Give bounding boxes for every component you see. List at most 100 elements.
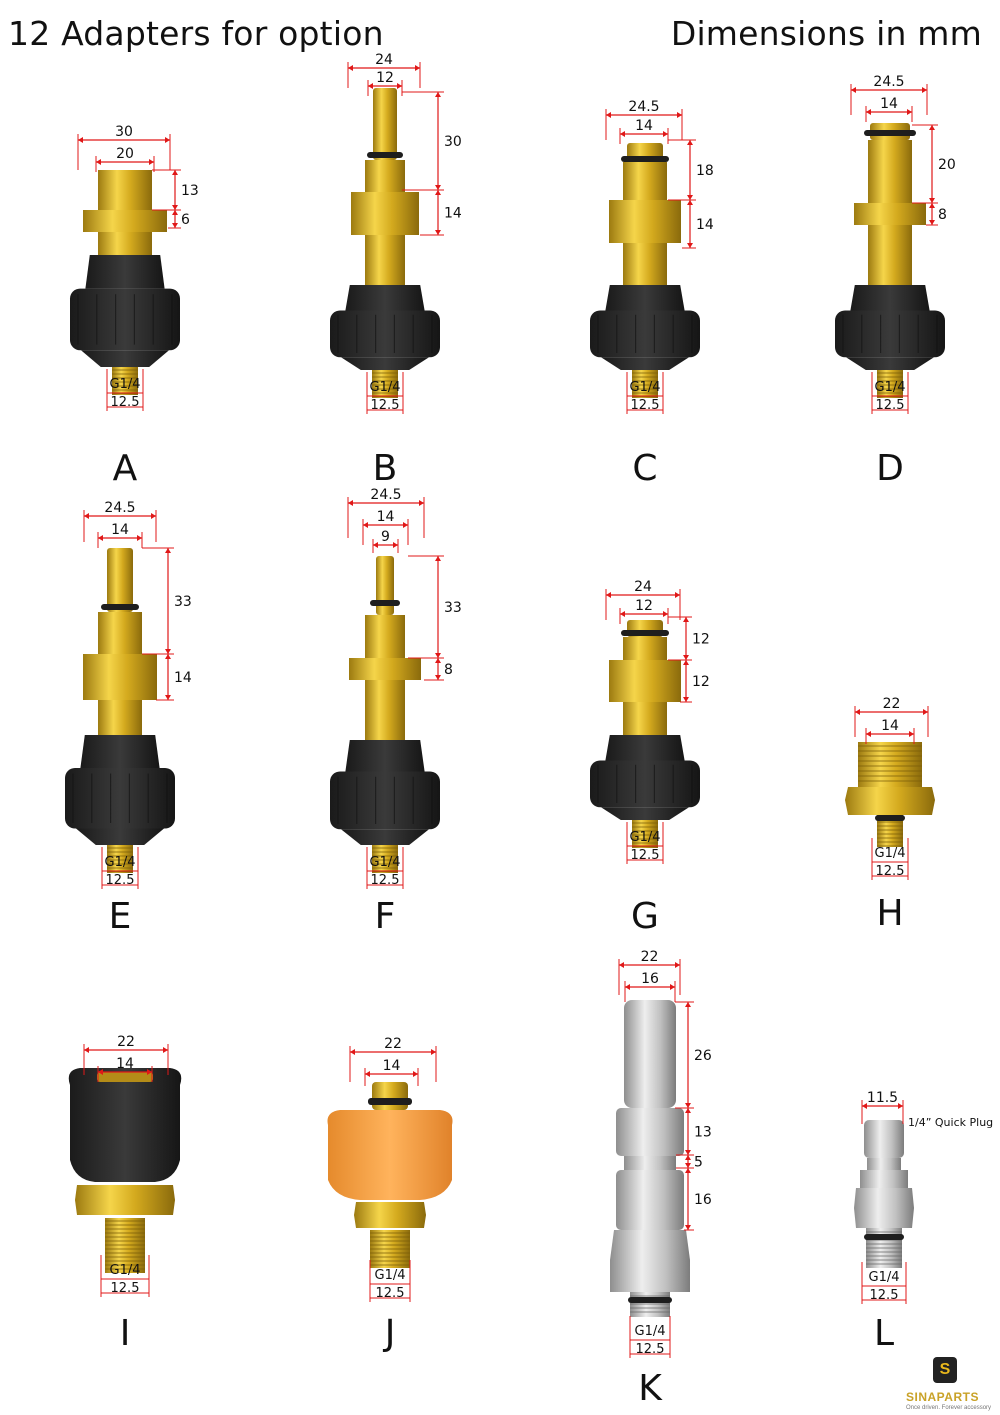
adapter-d-height-wing-label: 8 [938,207,947,223]
adapter-e-dia-label: 12.5 [106,873,135,888]
adapter-j-width-inner-label: 14 [383,1058,401,1074]
adapter-b-width-inner-label: 12 [376,70,394,86]
adapter-k-height-shaft-label: 26 [694,1048,712,1064]
adapter-b-letter: B [373,448,398,489]
adapter-f-width-tip-arrows [373,542,398,548]
adapter-i-thread-label: G1/4 [110,1263,141,1278]
adapter-g-wings [609,660,681,702]
adapter-g-thread-label: G1/4 [630,830,661,845]
adapter-e-wings [83,654,157,700]
adapter-c-width-outer-label: 24.5 [628,99,659,115]
adapter-l-plug [864,1120,904,1158]
adapter-e-width-inner-label: 14 [111,522,129,538]
adapter-f-width-inner-label: 14 [377,509,395,525]
adapter-b [351,88,419,285]
adapter-c-wings [609,200,681,243]
adapter-k-thread-label: G1/4 [635,1324,666,1339]
adapter-a-height-upper-arrows [172,170,178,210]
adapter-d-letter: D [876,448,904,489]
adapter-g-height-wing-arrows [683,660,689,702]
adapter-l-thread-label: G1/4 [869,1270,900,1285]
adapter-h-dia-label: 12.5 [876,864,905,879]
adapter-a [83,170,167,255]
adapter-e-width-inner-arrows [98,535,142,541]
adapter-j-hex [354,1202,426,1228]
adapter-k-oring [628,1297,672,1303]
adapter-k-height-collar-label: 13 [694,1125,712,1141]
adapter-e-nut-ring [65,768,175,829]
adapter-a-width-inner-label: 20 [116,146,134,162]
adapter-g-width-outer-label: 24 [634,579,652,595]
adapter-c-oring [621,156,669,162]
adapter-h-thread-label: G1/4 [875,846,906,861]
adapter-d-width-inner-arrows [866,109,912,115]
adapter-b-nut-ring [330,310,440,358]
adapter-i [68,1068,182,1215]
adapter-j-dia-label: 12.5 [376,1286,405,1301]
adapter-i-thread [105,1218,145,1273]
adapter-a-letter: A [113,448,138,489]
adapter-d-width-outer-label: 24.5 [873,74,904,90]
adapter-f-height-wing-arrows [435,658,441,680]
adapter-h-male-thread [858,742,922,787]
adapter-e-oring [101,604,139,610]
adapter-e-height-pin-label: 33 [174,594,192,610]
adapter-k-width-inner-label: 16 [641,971,659,987]
adapter-g-oring [621,630,669,636]
adapter-d-width-inner-label: 14 [880,96,898,112]
adapter-h-oring [875,815,905,821]
adapter-a-height-wing-arrows [172,210,178,228]
adapter-e-width-outer-label: 24.5 [104,500,135,516]
brand-name: SINAPARTS [906,1390,979,1404]
adapter-d-nut-cone [850,285,930,311]
adapter-b-height-wing-arrows [435,190,441,235]
adapter-c-nut-ring [590,310,700,358]
adapter-f-height-pin-label: 33 [444,600,462,616]
adapter-b-wings [351,192,419,235]
adapter-g-width-inner-arrows [620,611,668,617]
adapter-j-pin [372,1082,408,1110]
adapter-b-height-wing-label: 14 [444,206,462,222]
adapter-d [854,123,926,285]
adapter-f-oring [370,600,400,606]
adapter-i-letter: I [120,1313,131,1354]
adapter-b-pin [373,88,397,160]
adapter-h-hex [845,787,935,815]
adapter-i-width-inner-label: 14 [116,1056,134,1072]
adapter-a-height-wing-label: 6 [181,212,190,228]
adapter-d-dia-label: 12.5 [876,398,905,413]
adapter-b-width-outer-label: 24 [375,52,393,68]
adapter-l-dia-label: 12.5 [870,1288,899,1303]
adapter-e-nut-cone [80,735,160,768]
adapter-a-width-outer-label: 30 [115,124,133,140]
adapter-b-height-pin-label: 30 [444,134,462,150]
brand-logo-icon: S [933,1357,957,1383]
adapter-f-thread-label: G1/4 [370,855,401,870]
adapter-f [349,556,421,740]
adapter-k-height-collar-arrows [685,1108,691,1155]
adapter-k-height-groove-arrows [685,1155,691,1168]
adapter-c-letter: C [632,448,657,489]
adapter-h-width-inner-arrows [866,731,914,737]
adapter-e-height-wing-label: 14 [174,670,192,686]
adapter-e-nut-base [76,828,164,845]
adapter-k [610,1000,690,1317]
adapter-k-width-inner-arrows [625,984,675,990]
adapter-i-brass-face [97,1072,153,1082]
adapter-k-groove [624,1156,676,1170]
adapter-k-height-groove-label: 5 [694,1155,703,1171]
adapter-j-thread-label: G1/4 [375,1268,406,1283]
adapter-c-height-upper-label: 18 [696,163,714,179]
adapter-c-nut-base [601,357,689,370]
adapter-e-height-wing-arrows [165,654,171,700]
adapter-g-nut-ring [590,760,700,808]
page-title: 12 Adapters for option [8,14,384,53]
adapter-a-nut-base [81,350,169,367]
adapter-j-letter: J [383,1313,396,1354]
adapter-i-nut [68,1068,182,1182]
adapter-d-oring [864,130,916,136]
adapter-d-thread-label: G1/4 [875,380,906,395]
adapter-k-hex [610,1230,690,1292]
adapter-g-width-inner-label: 12 [635,598,653,614]
